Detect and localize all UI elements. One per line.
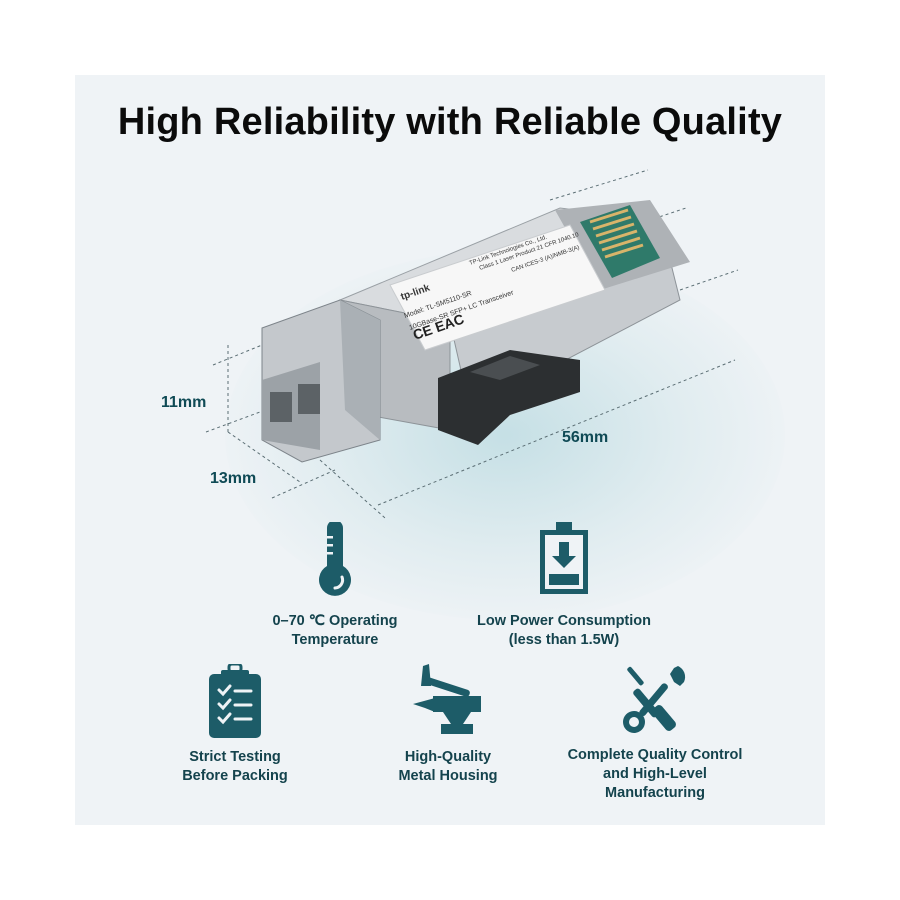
anvil-hammer-icon bbox=[413, 664, 481, 734]
feature-label-line: Low Power Consumption bbox=[477, 613, 651, 629]
feature-quality-control: Complete Quality Control and High-Level … bbox=[550, 664, 760, 803]
feature-temperature: 0–70 ℃ Operating Temperature bbox=[255, 522, 415, 650]
feature-label-line: Metal Housing bbox=[398, 768, 498, 784]
dimension-lines bbox=[205, 169, 739, 519]
length-dimension: 56mm bbox=[562, 429, 609, 446]
feature-label-line: Strict Testing bbox=[189, 749, 281, 765]
width-dimension: 13mm bbox=[210, 470, 257, 487]
page-title: High Reliability with Reliable Quality bbox=[117, 101, 783, 143]
height-dimension: 11mm bbox=[161, 394, 207, 411]
clipboard-checklist-icon bbox=[209, 664, 261, 738]
feature-label-line: High-Quality bbox=[404, 749, 492, 765]
wrench-screwdriver-icon bbox=[623, 666, 686, 733]
feature-label-line: Before Packing bbox=[182, 768, 288, 784]
thermometer-icon bbox=[319, 522, 351, 596]
feature-metal-housing: High-Quality Metal Housing bbox=[378, 664, 518, 786]
feature-label-line: 0–70 ℃ Operating bbox=[272, 613, 398, 629]
feature-label-line: Temperature bbox=[291, 632, 379, 648]
feature-label-line: and High-Level bbox=[603, 766, 707, 782]
feature-label-line: Complete Quality Control bbox=[567, 747, 743, 763]
feature-testing: Strict Testing Before Packing bbox=[160, 664, 310, 786]
feature-label-line: (less than 1.5W) bbox=[508, 632, 620, 648]
battery-charging-icon bbox=[540, 522, 588, 594]
feature-power: Low Power Consumption (less than 1.5W) bbox=[464, 522, 664, 650]
feature-label-line: Manufacturing bbox=[605, 785, 705, 801]
